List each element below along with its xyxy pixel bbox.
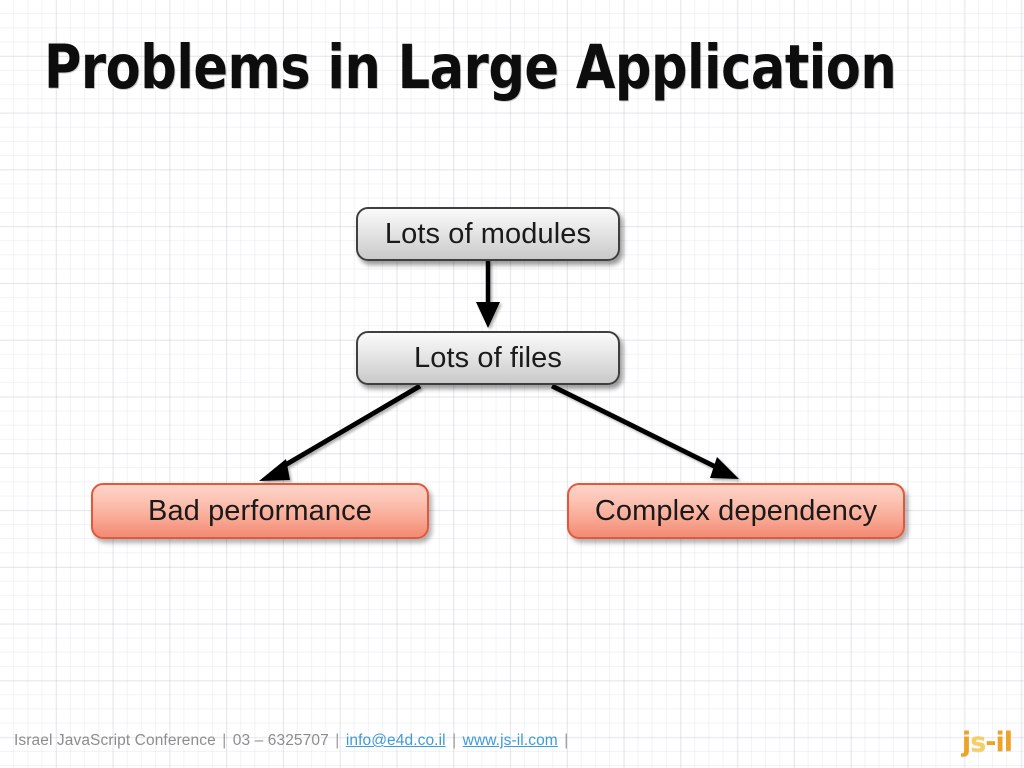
footer-website-link[interactable]: www.js-il.com: [462, 732, 558, 749]
footer-separator-3: |: [452, 732, 457, 749]
footer-email-link[interactable]: info@e4d.co.il: [345, 732, 446, 749]
logo-part-il: il: [995, 727, 1012, 758]
logo-part-dash: -: [985, 727, 996, 758]
footer-contact-line: Israel JavaScript Conference | 03 – 6325…: [14, 732, 570, 750]
footer-phone: 03 – 6325707: [232, 732, 329, 749]
js-il-logo: js-il: [961, 727, 1013, 758]
logo-part-j: j: [961, 727, 971, 758]
footer-organization: Israel JavaScript Conference: [14, 732, 216, 749]
diagram-node-label: Bad performance: [148, 494, 372, 527]
footer-separator-2: |: [335, 732, 340, 749]
diagram-node-label: Lots of files: [414, 341, 562, 374]
arrow-files-to-bad-performance: [259, 383, 422, 481]
logo-part-s: s: [970, 727, 986, 758]
footer-separator-4: |: [564, 732, 569, 749]
footer-separator-1: |: [222, 732, 227, 749]
slide-footer: Israel JavaScript Conference | 03 – 6325…: [0, 724, 1024, 768]
diagram-node-lots-of-modules[interactable]: Lots of modules: [356, 207, 620, 261]
arrow-modules-to-files: [476, 261, 500, 328]
diagram-node-lots-of-files[interactable]: Lots of files: [356, 331, 620, 385]
diagram-node-label: Lots of modules: [384, 217, 592, 250]
page-title: Problems in Large Application: [44, 32, 897, 103]
diagram-node-complex-dependency[interactable]: Complex dependency: [567, 483, 905, 539]
diagram-node-label: Complex dependency: [594, 494, 878, 527]
diagram-node-bad-performance[interactable]: Bad performance: [91, 483, 429, 539]
arrow-files-to-complex-dependency: [550, 383, 739, 479]
